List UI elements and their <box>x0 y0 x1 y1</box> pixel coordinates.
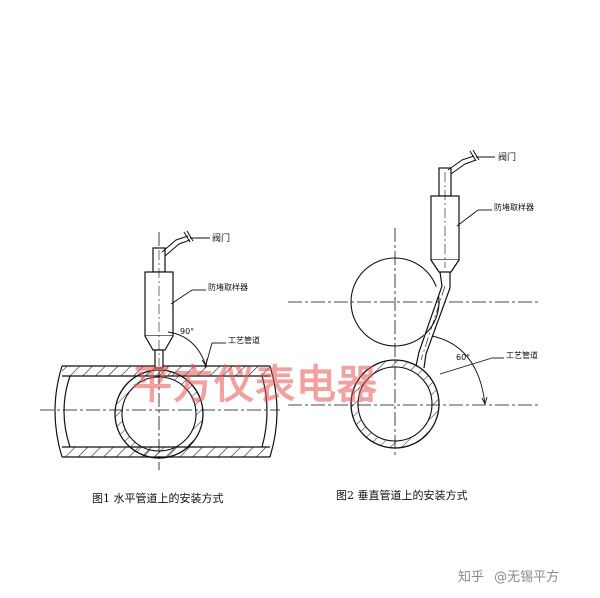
fig1-sampler-body <box>144 247 174 369</box>
fig1-label-pipe: 工艺管道 <box>228 335 260 345</box>
fig2-angle-arc <box>431 335 486 405</box>
fig1-sampler-leader <box>170 289 193 305</box>
fig2-sampler-leader <box>456 209 479 227</box>
fig1-caption: 图1 水平管道上的安装方式 <box>92 492 224 505</box>
fig2-label-sampler: 防堵取样器 <box>494 202 534 212</box>
fig2-angle-label: 60° <box>456 353 470 362</box>
figure2-drawing <box>288 149 540 455</box>
fig1-valve-cable <box>161 230 210 257</box>
fig2-pipe-leader <box>439 357 493 375</box>
author-handle: @无锡平方 <box>494 570 560 585</box>
figure1-drawing <box>40 230 280 470</box>
fig2-label-valve: 阀门 <box>498 151 516 163</box>
zhihu-logo-text: 知乎 <box>458 570 485 585</box>
fig1-angle-label: 90° <box>180 327 194 336</box>
fig2-valve-cable <box>447 149 495 175</box>
fig1-angle-arc <box>167 331 207 367</box>
fig2-caption: 图2 垂直管道上的安装方式 <box>336 489 468 502</box>
fig1-pipe-cross-section <box>114 369 204 459</box>
watermark-text: 平方仪表电器 <box>132 362 378 408</box>
fig2-upper-pipe-circle <box>350 257 440 347</box>
fig1-label-valve: 阀门 <box>212 232 230 244</box>
footer-source: 知乎 @无锡平方 <box>458 566 559 585</box>
fig1-label-sampler: 防堵取样器 <box>208 282 248 292</box>
fig2-pipe-cross-section <box>350 359 440 449</box>
fig2-label-pipe: 工艺管道 <box>506 350 538 360</box>
fig2-sampler-body <box>415 167 460 369</box>
